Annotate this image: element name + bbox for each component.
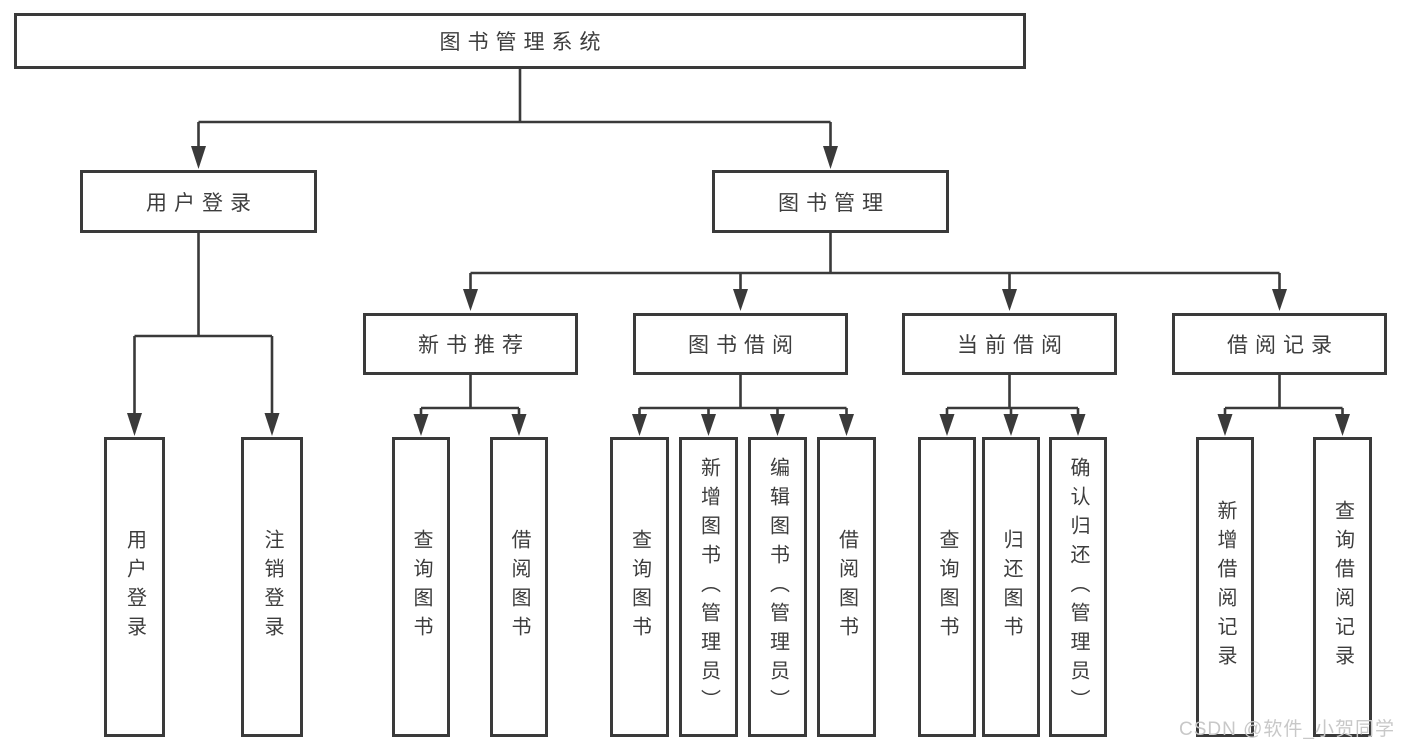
- node-root-system: 图书管理系统: [14, 13, 1026, 69]
- node-leaf-edit-books-admin: 编辑图书（管理员）: [748, 437, 807, 737]
- node-leaf-add-borrow-record: 新增借阅记录: [1196, 437, 1254, 737]
- node-leaf-confirm-return-admin: 确认归还（管理员）: [1049, 437, 1107, 737]
- node-leaf-add-books-admin: 新增图书（管理员）: [679, 437, 738, 737]
- node-leaf-search-books-recommend: 查询图书: [392, 437, 450, 737]
- node-book-management: 图书管理: [712, 170, 949, 233]
- node-new-book-recommendation: 新书推荐: [363, 313, 578, 375]
- node-leaf-borrow-books: 借阅图书: [817, 437, 876, 737]
- node-leaf-user-login: 用户登录: [104, 437, 165, 737]
- node-leaf-search-borrow-record: 查询借阅记录: [1313, 437, 1372, 737]
- node-leaf-logout: 注销登录: [241, 437, 303, 737]
- node-leaf-borrow-books-recommend: 借阅图书: [490, 437, 548, 737]
- node-leaf-search-books-borrowing: 查询图书: [610, 437, 669, 737]
- csdn-watermark: CSDN @软件_小贺同学: [1179, 719, 1395, 740]
- node-borrowing-records: 借阅记录: [1172, 313, 1387, 375]
- node-current-borrowing: 当前借阅: [902, 313, 1117, 375]
- node-leaf-return-books: 归还图书: [982, 437, 1040, 737]
- node-leaf-search-books-current: 查询图书: [918, 437, 976, 737]
- node-user-login: 用户登录: [80, 170, 317, 233]
- node-book-borrowing: 图书借阅: [633, 313, 848, 375]
